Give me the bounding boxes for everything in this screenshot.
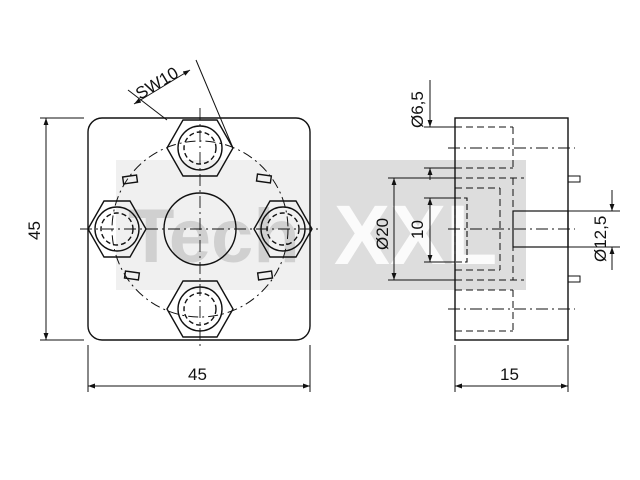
hole-diameter-label: Ø6,5 xyxy=(408,91,427,128)
side-dimensions xyxy=(388,80,620,392)
recess xyxy=(454,197,468,263)
watermark: Tech XXL xyxy=(116,160,526,290)
hex-nut-right xyxy=(253,200,313,258)
recess-diameter-label: Ø20 xyxy=(373,218,392,250)
hex-nut-bottom xyxy=(166,280,234,338)
front-height-label: 45 xyxy=(25,221,44,240)
side-thickness-label: 15 xyxy=(500,365,519,384)
hidden-bores xyxy=(455,126,524,332)
depth-label: 10 xyxy=(408,220,427,239)
stud-top xyxy=(567,175,581,183)
wrench-dimension-line xyxy=(133,69,191,105)
watermark-text-left: Tech xyxy=(128,194,300,279)
front-width-label: 45 xyxy=(188,365,207,384)
slots xyxy=(121,173,274,281)
front-view xyxy=(80,108,320,348)
center-hole xyxy=(163,192,237,266)
pin-diameter-label: Ø12,5 xyxy=(591,216,610,262)
front-dimensions xyxy=(40,59,311,392)
hex-nut-left xyxy=(87,200,147,258)
side-view xyxy=(448,117,581,341)
pin xyxy=(512,210,569,248)
wrench-size-label: SW10 xyxy=(132,63,181,103)
stud-bottom xyxy=(567,275,581,283)
watermark-text-right: XXL xyxy=(334,188,497,282)
